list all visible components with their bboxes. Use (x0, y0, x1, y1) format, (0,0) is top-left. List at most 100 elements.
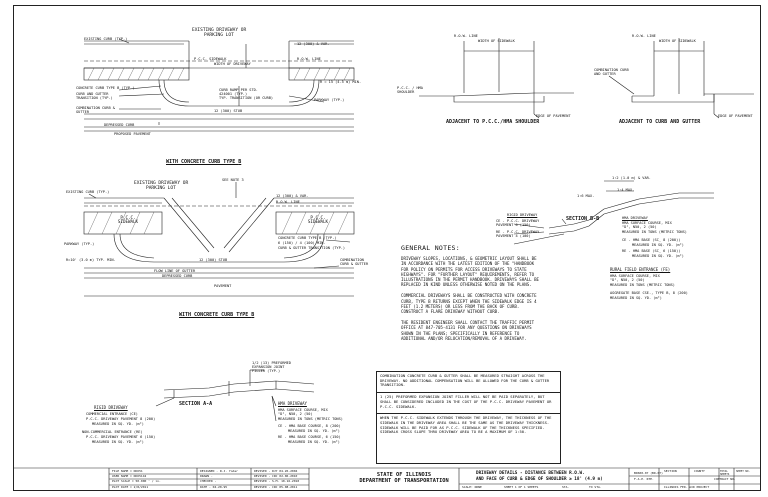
label-parkway: PARKWAY (TYP.) (314, 98, 345, 102)
tb-revised-1: REVISED - RJY 04-26-2004 (254, 469, 298, 473)
label-combination-curb: COMBINATION CURB AND GUTTER (594, 68, 629, 76)
tb-revised-2: REVISED - CRC 02-06-2010 (254, 474, 298, 478)
section-aa-title: SECTION A-A (179, 401, 213, 407)
label-parking-lot: PARKING LOT (204, 33, 234, 38)
label-curb-type-b-2: CONCRETE CURB TYPE B (TYP.) (278, 236, 337, 240)
label-aa-meas2: MEASURED IN SQ. YD. (m²) (92, 440, 144, 444)
tb-file-name: FILE NAME = DDO51 (112, 469, 143, 473)
general-notes: GENERAL NOTES: DRIVEWAY SLOPES, LOCATION… (401, 244, 541, 347)
label-depressed-curb: DEPRESSED CURB (104, 123, 135, 127)
tb-drawn: DRAWN - (200, 474, 213, 478)
caption-middle-left: WITH CONCRETE CURB TYPE B (179, 312, 255, 318)
general-notes-title: GENERAL NOTES: (401, 244, 460, 252)
label-bb-meas-c: MEASURED IN SQ. YD. (m²) (632, 243, 684, 247)
tb-contract: CONTRACT NO. (714, 477, 736, 481)
label-edge-curb: EDGE OF PAVEMENT (718, 114, 753, 118)
label-stub-2: 12 (300) STUB (199, 258, 228, 262)
tb-total: TOTAL SHEETS (720, 470, 730, 477)
label-bb-hma-base-r: RE - HMA BASE (SC_ 6 (150)) (622, 249, 681, 253)
label-aa-re-m: MEASURED IN SQ. YD. (m²) (288, 440, 340, 444)
label-six-four: 6 (150) / 4 (100) MIN. (278, 241, 326, 245)
notebox-divider-2 (377, 413, 560, 415)
label-existing-curb-2: EXISTING CURB (TYP.) (66, 190, 110, 194)
tb-revised-3: REVISED - S.M. 10-16-2010 (254, 479, 300, 483)
tb-fap: F.A.P. RTE. (634, 477, 654, 481)
label-aa-ce-m: MEASURED IN SQ. YD. (m²) (288, 429, 340, 433)
label-aa-res: NON-COMMERCIAL ENTRANCE (RE) (82, 430, 143, 434)
notebox-divider-1 (377, 392, 560, 394)
tb-checked: CHECKED - (200, 479, 217, 483)
label-bb-hma-base-c: CE - HMA BASE (SC_ 8 (200)) (622, 238, 681, 242)
label-dim-12: 12 (300) & VAR. (297, 42, 330, 46)
tb-dept: DEPARTMENT OF TRANSPORTATION (359, 478, 449, 484)
tb-county: COUNTY (694, 469, 705, 473)
label-existing-curb: EXISTING CURB (TYP.) (84, 37, 128, 41)
label-transition: TYP. TRANSITION (OR CURB) (219, 96, 274, 100)
rural-meas-t: MEASURED IN TONS (METRIC TONS) (610, 283, 675, 287)
label-aa-hma-surface: HMA SURFACE COURSE, MIX "D", N50, 2 (50) (278, 408, 328, 416)
label-flow-line: FLOW LINE OF GUTTER (154, 269, 196, 273)
caption-curb: ADJACENT TO CURB AND GUTTER (619, 119, 701, 125)
tb-title-line-2: AND FACE OF CURB & EDGE OF SHOULDER ≥ 18… (476, 476, 603, 482)
tb-sta: STA. (562, 485, 570, 489)
label-bb-hma: HMA DRIVEWAY (622, 216, 648, 220)
drawing-linework (14, 38, 760, 491)
label-curb-transition: CURB AND GUTTER TRANSITION (TYP.) (76, 92, 113, 100)
caption-shoulder: ADJACENT TO P.C.C./HMA SHOULDER (446, 119, 540, 125)
label-stub: 12 (300) STUB (214, 109, 243, 113)
label-aa-ce: CE - HMA BASE COURSE, 8 (200) (278, 424, 341, 428)
label-pcc-sidewalk-right: P.C.C. SIDEWALK (307, 215, 329, 224)
label-bb-slope-top: 1:2 (1.0 m) & VAR. (612, 176, 651, 180)
label-row-line-2: R.O.W. LINE (276, 200, 300, 204)
note-3: THE RESIDENT ENGINEER SHALL CONTACT THE … (401, 320, 535, 341)
label-bb-slope-mid: 1:6 MAX. (577, 194, 595, 198)
label-bb-meas-r: MEASURED IN SQ. YD. (m²) (632, 254, 684, 258)
rural-title: RURAL FIELD ENTRANCE (FE) (610, 267, 671, 272)
label-parkway-2: PARKWAY (TYP.) (64, 242, 95, 246)
label-depressed-curb-2: DEPRESSED CURB (162, 274, 193, 278)
tb-sheet: SHEET 1 OF 1 SHEETS (504, 485, 539, 489)
label-combination-2: COMBINATION CURB & GUTTER (340, 258, 369, 266)
label-existing-driveway: EXISTING DRIVEWAY OR (192, 28, 247, 33)
label-curb-type-b: CONCRETE CURB TYPE B (TYP.) (76, 86, 135, 90)
label-bb-measured: MEASURED IN TONS (METRIC TONS) (622, 230, 687, 234)
notebox-p3: WHEN THE P.C.C. SIDEWALK EXTENDS THROUGH… (380, 415, 552, 435)
drawing-sheet: EXISTING CURB (TYP.) EXISTING DRIVEWAY O… (13, 5, 761, 491)
label-width-sidewalk-shoulder: WIDTH OF SIDEWALK (478, 39, 515, 43)
label-existing-driveway-2: EXISTING DRIVEWAY OR (134, 181, 189, 186)
tb-plot-scale: PLOT SCALE = 50.000 ' / in. (112, 479, 161, 483)
label-pcc-shoulder: P.C.C. / HMA SHOULDER (397, 86, 423, 94)
tb-agency: STATE OF ILLINOIS DEPARTMENT OF TRANSPOR… (354, 472, 454, 484)
label-parking-lot-2: PARKING LOT (146, 186, 176, 191)
label-pcc-sidewalk: P.C.C. SIDEWALK (194, 57, 227, 61)
rural-hma-surface: HMA SURFACE COURSE, MIX "D", N50, 2 (50) (610, 274, 660, 282)
tb-code: BD600-07 (BD-07) (634, 471, 663, 475)
label-aa-meas-t: MEASURED IN TONS (METRIC TONS) (278, 417, 343, 421)
label-row-line-shoulder: R.O.W. LINE (454, 34, 478, 38)
label-bb-rigid: RIGID DRIVEWAY (507, 213, 538, 217)
label-see-note: SEE NOTE 3 (222, 178, 244, 182)
label-bb-comm: CE - P.C.C. DRIVEWAY PAVEMENT 6 (150) (496, 219, 540, 227)
tb-title-line-1: DRIVEWAY DETAILS - DISTANCE BETWEEN R.O.… (476, 471, 585, 476)
label-edge-shoulder: EDGE OF PAVEMENT (536, 114, 571, 118)
label-pavement-2: PAVEMENT (214, 284, 232, 288)
tb-state: STATE OF ILLINOIS (376, 472, 432, 478)
label-bb-max: 1:4 MAX. (617, 188, 635, 192)
label-aa-meas1: MEASURED IN SQ. YD. (m²) (92, 422, 144, 426)
label-bb-hma-surface: HMA SURFACE COURSE, MIX "D", N50, 2 (50) (622, 221, 672, 229)
notebox-p2: 1 (25) PREFORMED EXPANSION JOINT FILLER … (380, 394, 552, 409)
section-bb-title: SECTION B-B (566, 216, 600, 222)
label-row-line-curb: R.O.W. LINE (632, 34, 656, 38)
label-row-line: R.O.W. LINE (297, 57, 321, 61)
label-bb-res: RE - P.C.C. DRIVEWAY PAVEMENT 4 (100) (496, 230, 540, 238)
label-aa-comm: COMMERCIAL ENTRANCE (CE) (86, 412, 138, 416)
tb-designed: DESIGNED - R.J. Yoder (200, 469, 238, 473)
tb-drawing-title: DRIVEWAY DETAILS - DISTANCE BETWEEN R.O.… (476, 471, 603, 482)
label-combination: COMBINATION CURB & GUTTER (76, 106, 115, 114)
tb-illinois: ILLINOIS FED. AID PROJECT (664, 485, 710, 489)
label-curb-gutter-transition: CURB & GUTTER TRANSITION (TYP.) (278, 246, 346, 250)
tb-section: SECTION (664, 469, 677, 473)
notebox-p1: COMBINATION CONCRETE CURB & GUTTER SHALL… (380, 373, 550, 388)
tb-user: USER NAME = DDO5142 (112, 474, 147, 478)
label-aa-rigid: RIGID DRIVEWAY (94, 405, 128, 410)
